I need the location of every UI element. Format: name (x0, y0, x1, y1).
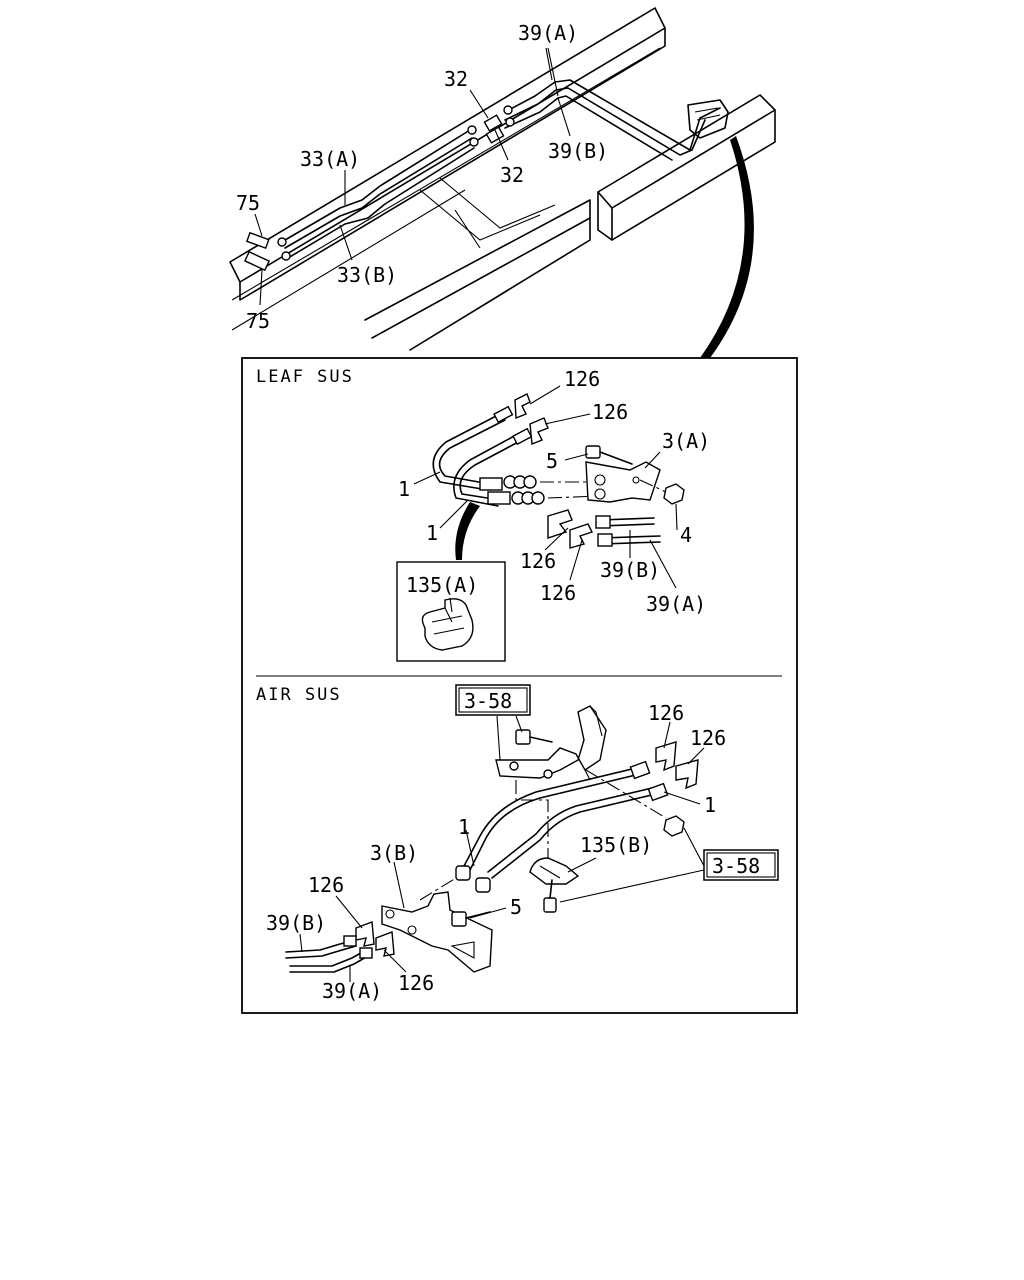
frame-rail-side (239, 27, 666, 301)
pipe-39b (504, 87, 706, 156)
label-126-air-c: 126 (308, 873, 344, 897)
label-126-c: 126 (520, 549, 556, 573)
clip-126-air-c (355, 921, 375, 947)
clip-126-c (547, 509, 573, 539)
ref-box-3-58-top[interactable]: 3-58 (455, 684, 531, 716)
label-39a: 39(A) (518, 21, 578, 45)
bolt-clamp (543, 879, 557, 913)
label-126-d: 126 (540, 581, 576, 605)
bolt-5 (585, 445, 633, 465)
hose-fittings (479, 475, 545, 505)
clip-126-air-a (655, 741, 677, 772)
clip-126-air-b (675, 759, 699, 790)
detail-frame (241, 357, 798, 1014)
connector-32-lower (485, 126, 505, 144)
hose-1-lower (491, 793, 657, 879)
bolt-upper (515, 729, 553, 745)
air-sus-section: AIR SUS 3-58 3-58 (256, 684, 779, 1003)
label-135b: 135(B) (580, 833, 652, 857)
label-3b: 3(B) (370, 841, 418, 865)
hose-1-lower (459, 439, 523, 501)
label-33b: 33(B) (337, 263, 397, 287)
label-32-lower: 32 (500, 163, 524, 187)
nut-4 (663, 483, 685, 505)
connector-75-lower (243, 250, 291, 272)
label-5: 5 (546, 449, 558, 473)
label-126-b: 126 (592, 400, 628, 424)
label-39b-air: 39(B) (266, 911, 326, 935)
label-39a-air: 39(A) (322, 979, 382, 1003)
inset-135a: 135(A) (396, 561, 506, 662)
hose-1-upper (469, 773, 641, 871)
label-33a: 33(A) (300, 147, 360, 171)
leaf-sus-section: LEAF SUS (256, 367, 710, 662)
label-75-upper: 75 (236, 191, 260, 215)
label-39b: 39(B) (548, 139, 608, 163)
connector-32-upper (483, 114, 503, 132)
clip-126-d (569, 523, 593, 549)
nut-air (663, 815, 685, 837)
rear-bracket (687, 99, 729, 139)
pipe-33a (284, 129, 471, 241)
label-1-upper: 1 (398, 477, 410, 501)
clip-126-b (529, 417, 549, 445)
ref-3-58-right-text: 3-58 (712, 854, 760, 878)
label-3a: 3(A) (662, 429, 710, 453)
ref-box-3-58-right[interactable]: 3-58 (703, 849, 779, 881)
label-1-lower: 1 (426, 521, 438, 545)
ref-3-58-top-text: 3-58 (464, 689, 512, 713)
hose-1-upper (438, 419, 506, 485)
bracket-3a (585, 461, 661, 503)
label-5-air: 5 (510, 895, 522, 919)
label-126-air-a: 126 (648, 701, 684, 725)
pipe-39a (504, 79, 721, 151)
label-126-a: 126 (564, 367, 600, 391)
cross-member (364, 199, 591, 339)
label-1-air-left: 1 (458, 815, 470, 839)
clip-126-a (514, 393, 531, 420)
leaf-sus-title: LEAF SUS (256, 367, 354, 387)
label-126-air-b: 126 (690, 726, 726, 750)
clamp-135b (529, 857, 580, 885)
air-sus-title: AIR SUS (256, 685, 342, 705)
inset-callout-arrow (455, 502, 480, 560)
label-39a-leaf: 39(A) (646, 592, 706, 616)
detail-callout-arrow (700, 136, 754, 358)
label-126-air-d: 126 (398, 971, 434, 995)
label-39b-leaf: 39(B) (600, 558, 660, 582)
label-75-lower: 75 (246, 309, 270, 333)
clip-126-air-d (375, 931, 395, 957)
chassis-overview: 39(A) 32 32 39(B) 33(A) 33(B) 75 75 (229, 7, 776, 358)
label-135a: 135(A) (406, 573, 478, 597)
label-1-air-right: 1 (704, 793, 716, 817)
label-4: 4 (680, 523, 692, 547)
pipe-39a-air (289, 949, 367, 967)
clamp-135a (421, 598, 474, 651)
label-32-upper: 32 (444, 67, 468, 91)
bracket-3b (381, 891, 493, 973)
pipe-33b (287, 147, 475, 259)
connector-75-upper (245, 231, 287, 250)
